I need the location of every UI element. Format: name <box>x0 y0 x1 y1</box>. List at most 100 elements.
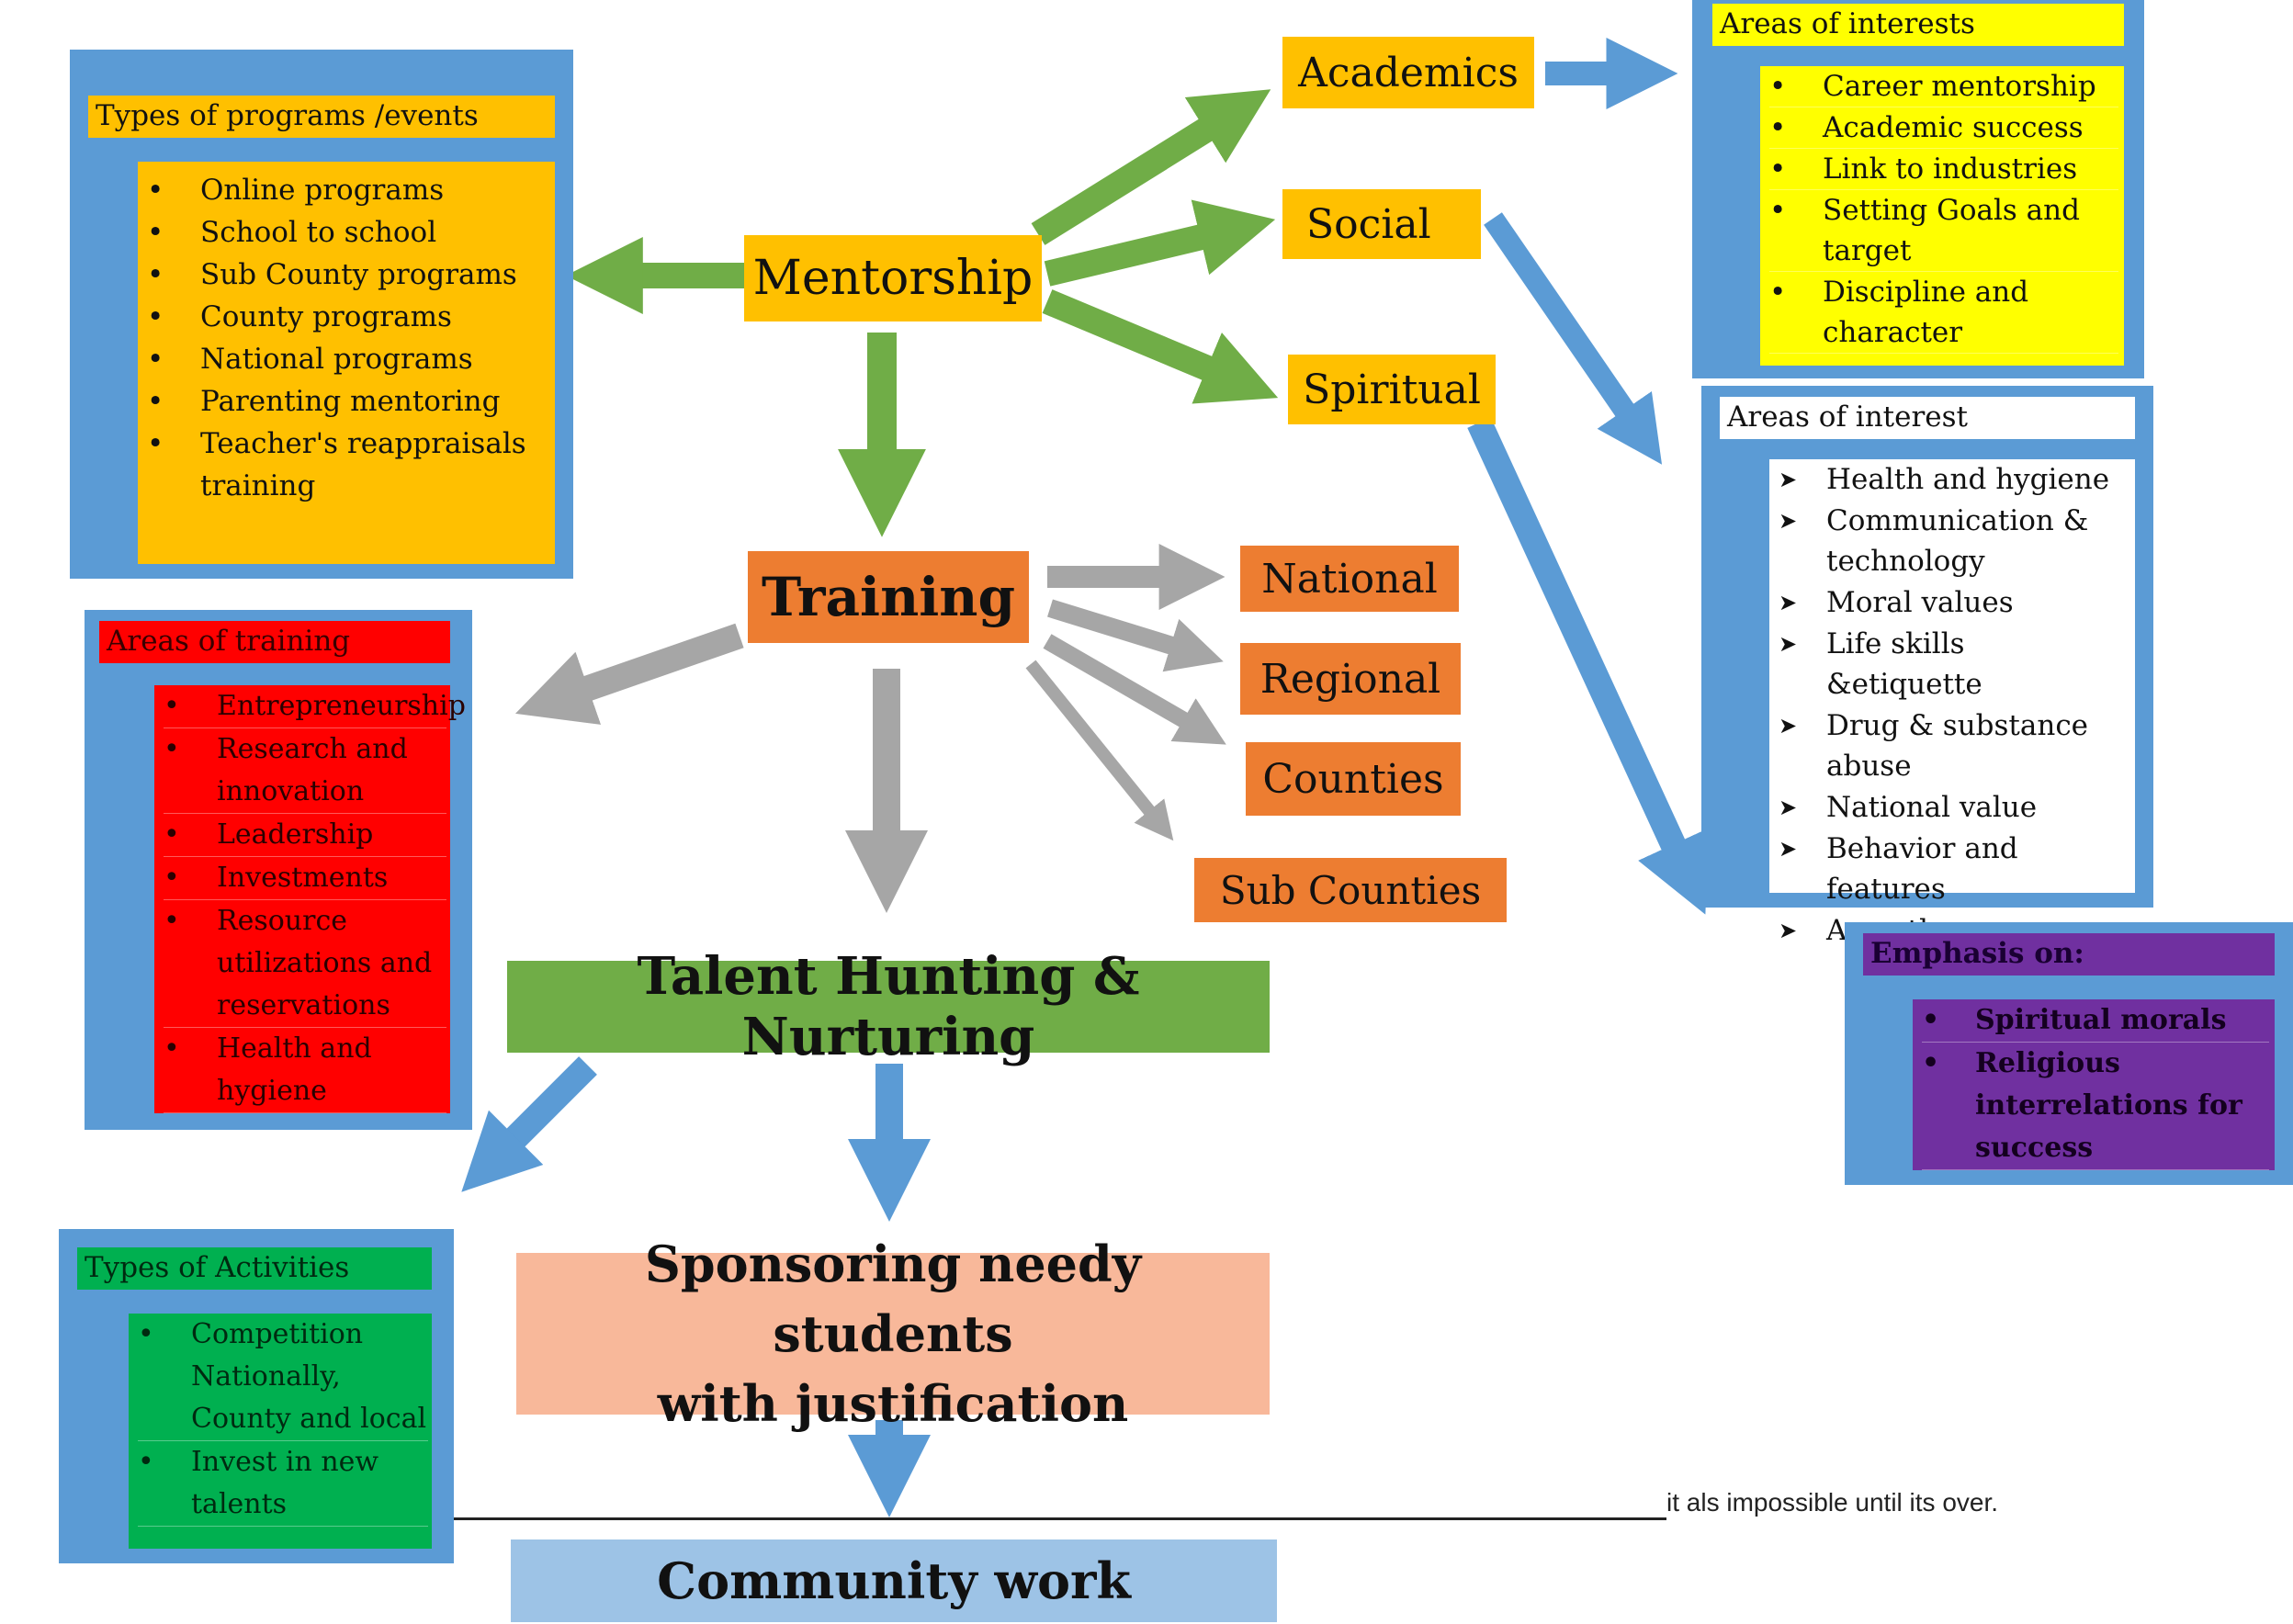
list-item: •Competition Nationally, County and loca… <box>138 1314 428 1441</box>
social-node: Social <box>1282 189 1481 259</box>
list-item-text: Discipline and character <box>1823 276 2029 349</box>
chevron-right-icon: ➤ <box>1779 713 1798 739</box>
list-item: • Sub County programs <box>147 254 548 296</box>
list-item: • County programs <box>147 296 548 338</box>
bullet-dot-icon: • <box>147 427 164 460</box>
talent-node: Talent Hunting & Nurturing <box>507 946 1270 1067</box>
list-item: •Invest in new talents <box>138 1441 428 1527</box>
bullet-dot-icon: • <box>147 258 164 291</box>
chevron-right-icon: ➤ <box>1779 836 1798 862</box>
chevron-right-icon: ➤ <box>1779 795 1798 820</box>
arrow-talent-to-activities <box>461 1056 597 1192</box>
academics-interests-list: •Career mentorship•Academic success•Link… <box>1769 66 2118 354</box>
social-interests-panel: ➤Health and hygiene➤Communication & tech… <box>1769 459 2135 952</box>
spiritual-emphasis-header: Emphasis on: <box>1863 933 2275 976</box>
sub-counties-node: Sub Counties <box>1194 858 1507 922</box>
bullet-dot-icon: • <box>147 343 164 376</box>
list-item-text: National value <box>1826 791 2038 824</box>
social-interests-header: Areas of interest <box>1720 397 2135 439</box>
separator-line <box>454 1517 1666 1520</box>
list-item-text: National programs <box>200 343 473 376</box>
arrow-training-to-subcounties <box>1025 660 1174 841</box>
training-areas-header: Areas of training <box>99 621 450 663</box>
programs-list: • Online programs • School to school • Sub Co… <box>147 169 548 507</box>
bullet-dot-icon: • <box>1769 194 1787 227</box>
list-item: • National programs <box>147 338 548 380</box>
list-item-text: Religious interrelations for success <box>1975 1047 2242 1164</box>
list-item-text: Academic success <box>1823 111 2084 144</box>
bullet-dot-icon: • <box>1922 1047 1940 1079</box>
list-item-text: Sub County programs <box>200 258 517 291</box>
list-item-text: Link to industries <box>1823 152 2078 186</box>
arrow-mentorship-to-academics <box>1031 89 1271 245</box>
list-item-text: School to school <box>200 216 437 249</box>
programs-frame: Types of programs /events • Online progra… <box>70 50 573 579</box>
bullet-dot-icon: • <box>138 1318 154 1350</box>
spiritual-node: Spiritual <box>1288 355 1496 424</box>
list-item: • Health and hygiene <box>164 1028 446 1113</box>
arrow-training-to-areas <box>514 623 744 725</box>
bullet-dot-icon: • <box>164 818 180 851</box>
bullet-dot-icon: • <box>1769 111 1787 144</box>
activities-frame: Types of Activities •Competition Nationa… <box>59 1229 454 1563</box>
list-item: •Discipline and character <box>1769 272 2118 354</box>
list-item-text: Behavior and features <box>1826 832 2018 906</box>
list-item-text: County programs <box>200 300 452 333</box>
bullet-dot-icon: • <box>147 300 164 333</box>
bullet-dot-icon: • <box>1769 152 1787 186</box>
list-item-text: Health and hygiene <box>217 1032 372 1107</box>
list-item-text: Health and hygiene <box>1826 463 2110 496</box>
list-item: • Online programs <box>147 169 548 211</box>
sponsoring-line-1: Sponsoring needy students <box>644 1235 1142 1363</box>
activities-header: Types of Activities <box>77 1247 432 1290</box>
bullet-dot-icon: • <box>164 733 180 765</box>
academics-interests-panel: •Career mentorship•Academic success•Link… <box>1760 66 2124 366</box>
list-item-text: Entrepreneurship <box>217 690 466 722</box>
footnote-text: it als impossible until its over. <box>1666 1488 1999 1517</box>
list-item: • Leadership <box>164 814 446 857</box>
bullet-dot-icon: • <box>164 905 180 937</box>
list-item: • Religious interrelations for success <box>1922 1043 2269 1170</box>
community-node: Community work <box>511 1539 1277 1622</box>
academics-interests-header: Areas of interests <box>1712 4 2124 46</box>
list-item-text: Parenting mentoring <box>200 385 501 418</box>
list-item-text: Invest in new talents <box>191 1446 379 1520</box>
bullet-dot-icon: • <box>164 862 180 894</box>
sponsoring-line-2: with justification <box>657 1374 1129 1433</box>
bullet-dot-icon: • <box>164 690 180 722</box>
bullet-dot-icon: • <box>147 216 164 249</box>
list-item-text: Drug & substance abuse <box>1826 709 2089 783</box>
bullet-dot-icon: • <box>1769 70 1787 103</box>
list-item-text: Spiritual morals <box>1975 1004 2227 1036</box>
list-item: ➤Life skills &etiquette <box>1779 624 2129 705</box>
chevron-right-icon: ➤ <box>1779 508 1798 534</box>
list-item-text: Resource utilizations and reservations <box>217 905 433 1021</box>
list-item-text: Moral values <box>1826 586 2014 619</box>
list-item: ➤Health and hygiene <box>1779 459 2129 501</box>
bullet-dot-icon: • <box>164 1032 180 1065</box>
list-item: •Setting Goals and target <box>1769 190 2118 272</box>
list-item-text: Communication & technology <box>1826 504 2089 578</box>
arrow-training-to-regional <box>1047 599 1224 672</box>
bullet-dot-icon: • <box>147 174 164 207</box>
list-item: ➤ Communication & technology <box>1779 501 2129 582</box>
list-item-text: Online programs <box>200 174 445 207</box>
list-item: • Resource utilizations and reservations <box>164 900 446 1028</box>
list-item: •Research and innovation <box>164 728 446 814</box>
list-item-text: Teacher's reappraisals training <box>200 427 526 502</box>
academics-node: Academics <box>1282 37 1534 108</box>
training-areas-panel: • Entrepreneurship •Research and innovatio… <box>154 685 466 1113</box>
mentorship-node: Mentorship <box>744 235 1042 321</box>
list-item: ➤ Moral values <box>1779 582 2129 624</box>
list-item: • Teacher's reappraisals training <box>147 423 548 507</box>
spiritual-emphasis-list: •Spiritual morals • Religious interrelatio… <box>1922 999 2269 1170</box>
programs-header: Types of programs /events <box>88 96 555 138</box>
list-item: •Career mentorship <box>1769 66 2118 107</box>
academics-interests-frame: Areas of interests •Career mentorship•Ac… <box>1692 0 2144 378</box>
list-item: •Spiritual morals <box>1922 999 2269 1043</box>
list-item-text: Investments <box>217 862 389 894</box>
chevron-right-icon: ➤ <box>1779 590 1798 615</box>
arrow-spiritual-to-emphasis <box>1467 417 1709 915</box>
list-item-text: Leadership <box>217 818 374 851</box>
